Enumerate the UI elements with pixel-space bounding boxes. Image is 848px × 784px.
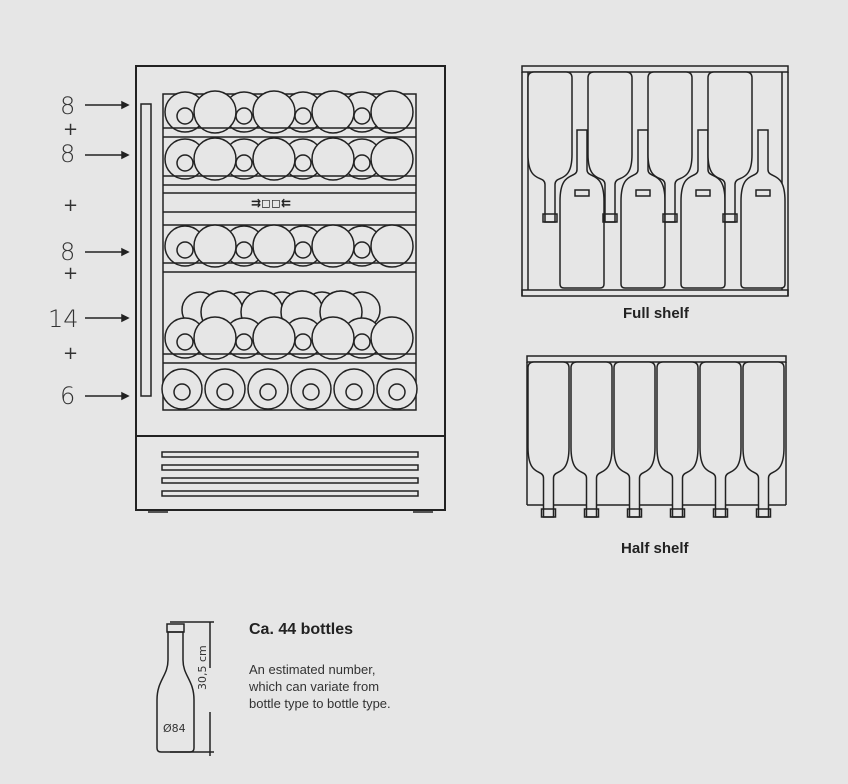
bottle-count-title: Ca. 44 bottles	[249, 621, 354, 638]
bottle-base	[252, 90, 296, 134]
bottle	[699, 361, 742, 518]
bottle-neck	[294, 107, 312, 125]
bottle-base	[252, 137, 296, 181]
bottle-diameter-label: Ø84	[163, 722, 186, 735]
bottle	[707, 71, 753, 223]
count-label: 8	[60, 92, 76, 120]
bottle-neck	[353, 333, 371, 351]
bottle-base	[370, 137, 414, 181]
arrow-head	[121, 391, 130, 401]
bottle-neck	[259, 383, 277, 401]
bottle-cap	[602, 213, 618, 223]
bottle-cap	[626, 508, 643, 518]
bottle-base	[252, 224, 296, 268]
bottle-base	[311, 224, 355, 268]
bottle	[527, 71, 573, 223]
arrow-head	[121, 150, 130, 160]
shelf-rail	[521, 65, 789, 73]
vent-slot	[161, 464, 419, 471]
count-label: 8	[60, 238, 76, 266]
bottle-cap	[662, 213, 678, 223]
bottle-label-ring	[755, 189, 771, 197]
control-buttons-icon: ⇉◻◻⇇	[251, 196, 291, 210]
bottle-base	[370, 90, 414, 134]
bottle-neck	[294, 241, 312, 259]
bottle-neck	[388, 383, 406, 401]
bottle-neck	[176, 241, 194, 259]
bottle-neck	[235, 107, 253, 125]
bottle	[587, 71, 633, 223]
bottle-cap	[583, 508, 600, 518]
bottle-neck	[302, 383, 320, 401]
bottle-count-description: An estimated number, which can variate f…	[249, 662, 391, 711]
bottle-neck	[176, 107, 194, 125]
vent-slot	[161, 477, 419, 484]
bottle-cap	[755, 508, 772, 518]
bottle	[656, 361, 699, 518]
bottle-neck	[173, 383, 191, 401]
arrow-head	[121, 313, 130, 323]
bottle-base	[311, 316, 355, 360]
bottle-neck	[235, 154, 253, 172]
bottle-base	[193, 90, 237, 134]
vent-slot	[161, 490, 419, 497]
bottle-neck	[294, 333, 312, 351]
shelf-rail	[526, 355, 787, 363]
bottle-base	[370, 316, 414, 360]
door-handle	[140, 103, 152, 397]
bottle-base	[370, 224, 414, 268]
bottle-cap	[712, 508, 729, 518]
plus-label: +	[63, 195, 79, 216]
half-shelf-caption: Half shelf	[621, 540, 689, 557]
count-label: 14	[48, 305, 79, 333]
bottle-neck	[235, 333, 253, 351]
plus-label: +	[63, 263, 79, 284]
bottle-cap	[542, 213, 558, 223]
bottle-base	[252, 316, 296, 360]
bottle-neck	[353, 107, 371, 125]
bottle-label-ring	[574, 189, 590, 197]
bottle	[742, 361, 785, 518]
bottle	[613, 361, 656, 518]
arrow-head	[121, 247, 130, 257]
shelf-rail	[521, 289, 789, 297]
bottle-label-ring	[695, 189, 711, 197]
full-shelf-caption: Full shelf	[623, 305, 689, 322]
arrow-head	[121, 100, 130, 110]
bottle-cap	[722, 213, 738, 223]
bottle-neck	[176, 333, 194, 351]
bottle	[559, 129, 605, 289]
bottle	[570, 361, 613, 518]
bottle	[647, 71, 693, 223]
bottle-neck	[176, 154, 194, 172]
plus-label: +	[63, 343, 79, 364]
bottle	[527, 361, 570, 518]
fridge-base	[135, 435, 446, 511]
bottle	[740, 129, 786, 289]
fridge-interior	[162, 93, 417, 411]
bottle-neck	[353, 154, 371, 172]
bottle-base	[193, 316, 237, 360]
plus-label: +	[63, 119, 79, 140]
bottle-neck	[216, 383, 234, 401]
bottle-height-label: 30,5 cm	[196, 645, 209, 690]
count-label: 6	[60, 382, 76, 410]
bottle-base	[311, 90, 355, 134]
bottle-cap	[540, 508, 557, 518]
vent-slot	[161, 451, 419, 458]
bottle-base	[193, 224, 237, 268]
bottle-neck	[345, 383, 363, 401]
bottle-neck	[235, 241, 253, 259]
bottle-cap	[669, 508, 686, 518]
bottle-neck	[294, 154, 312, 172]
bottle-label-ring	[635, 189, 651, 197]
bottle-cap	[166, 623, 185, 633]
count-label: 8	[60, 140, 76, 168]
bottle-base	[311, 137, 355, 181]
bottle-base	[193, 137, 237, 181]
bottle-neck	[353, 241, 371, 259]
